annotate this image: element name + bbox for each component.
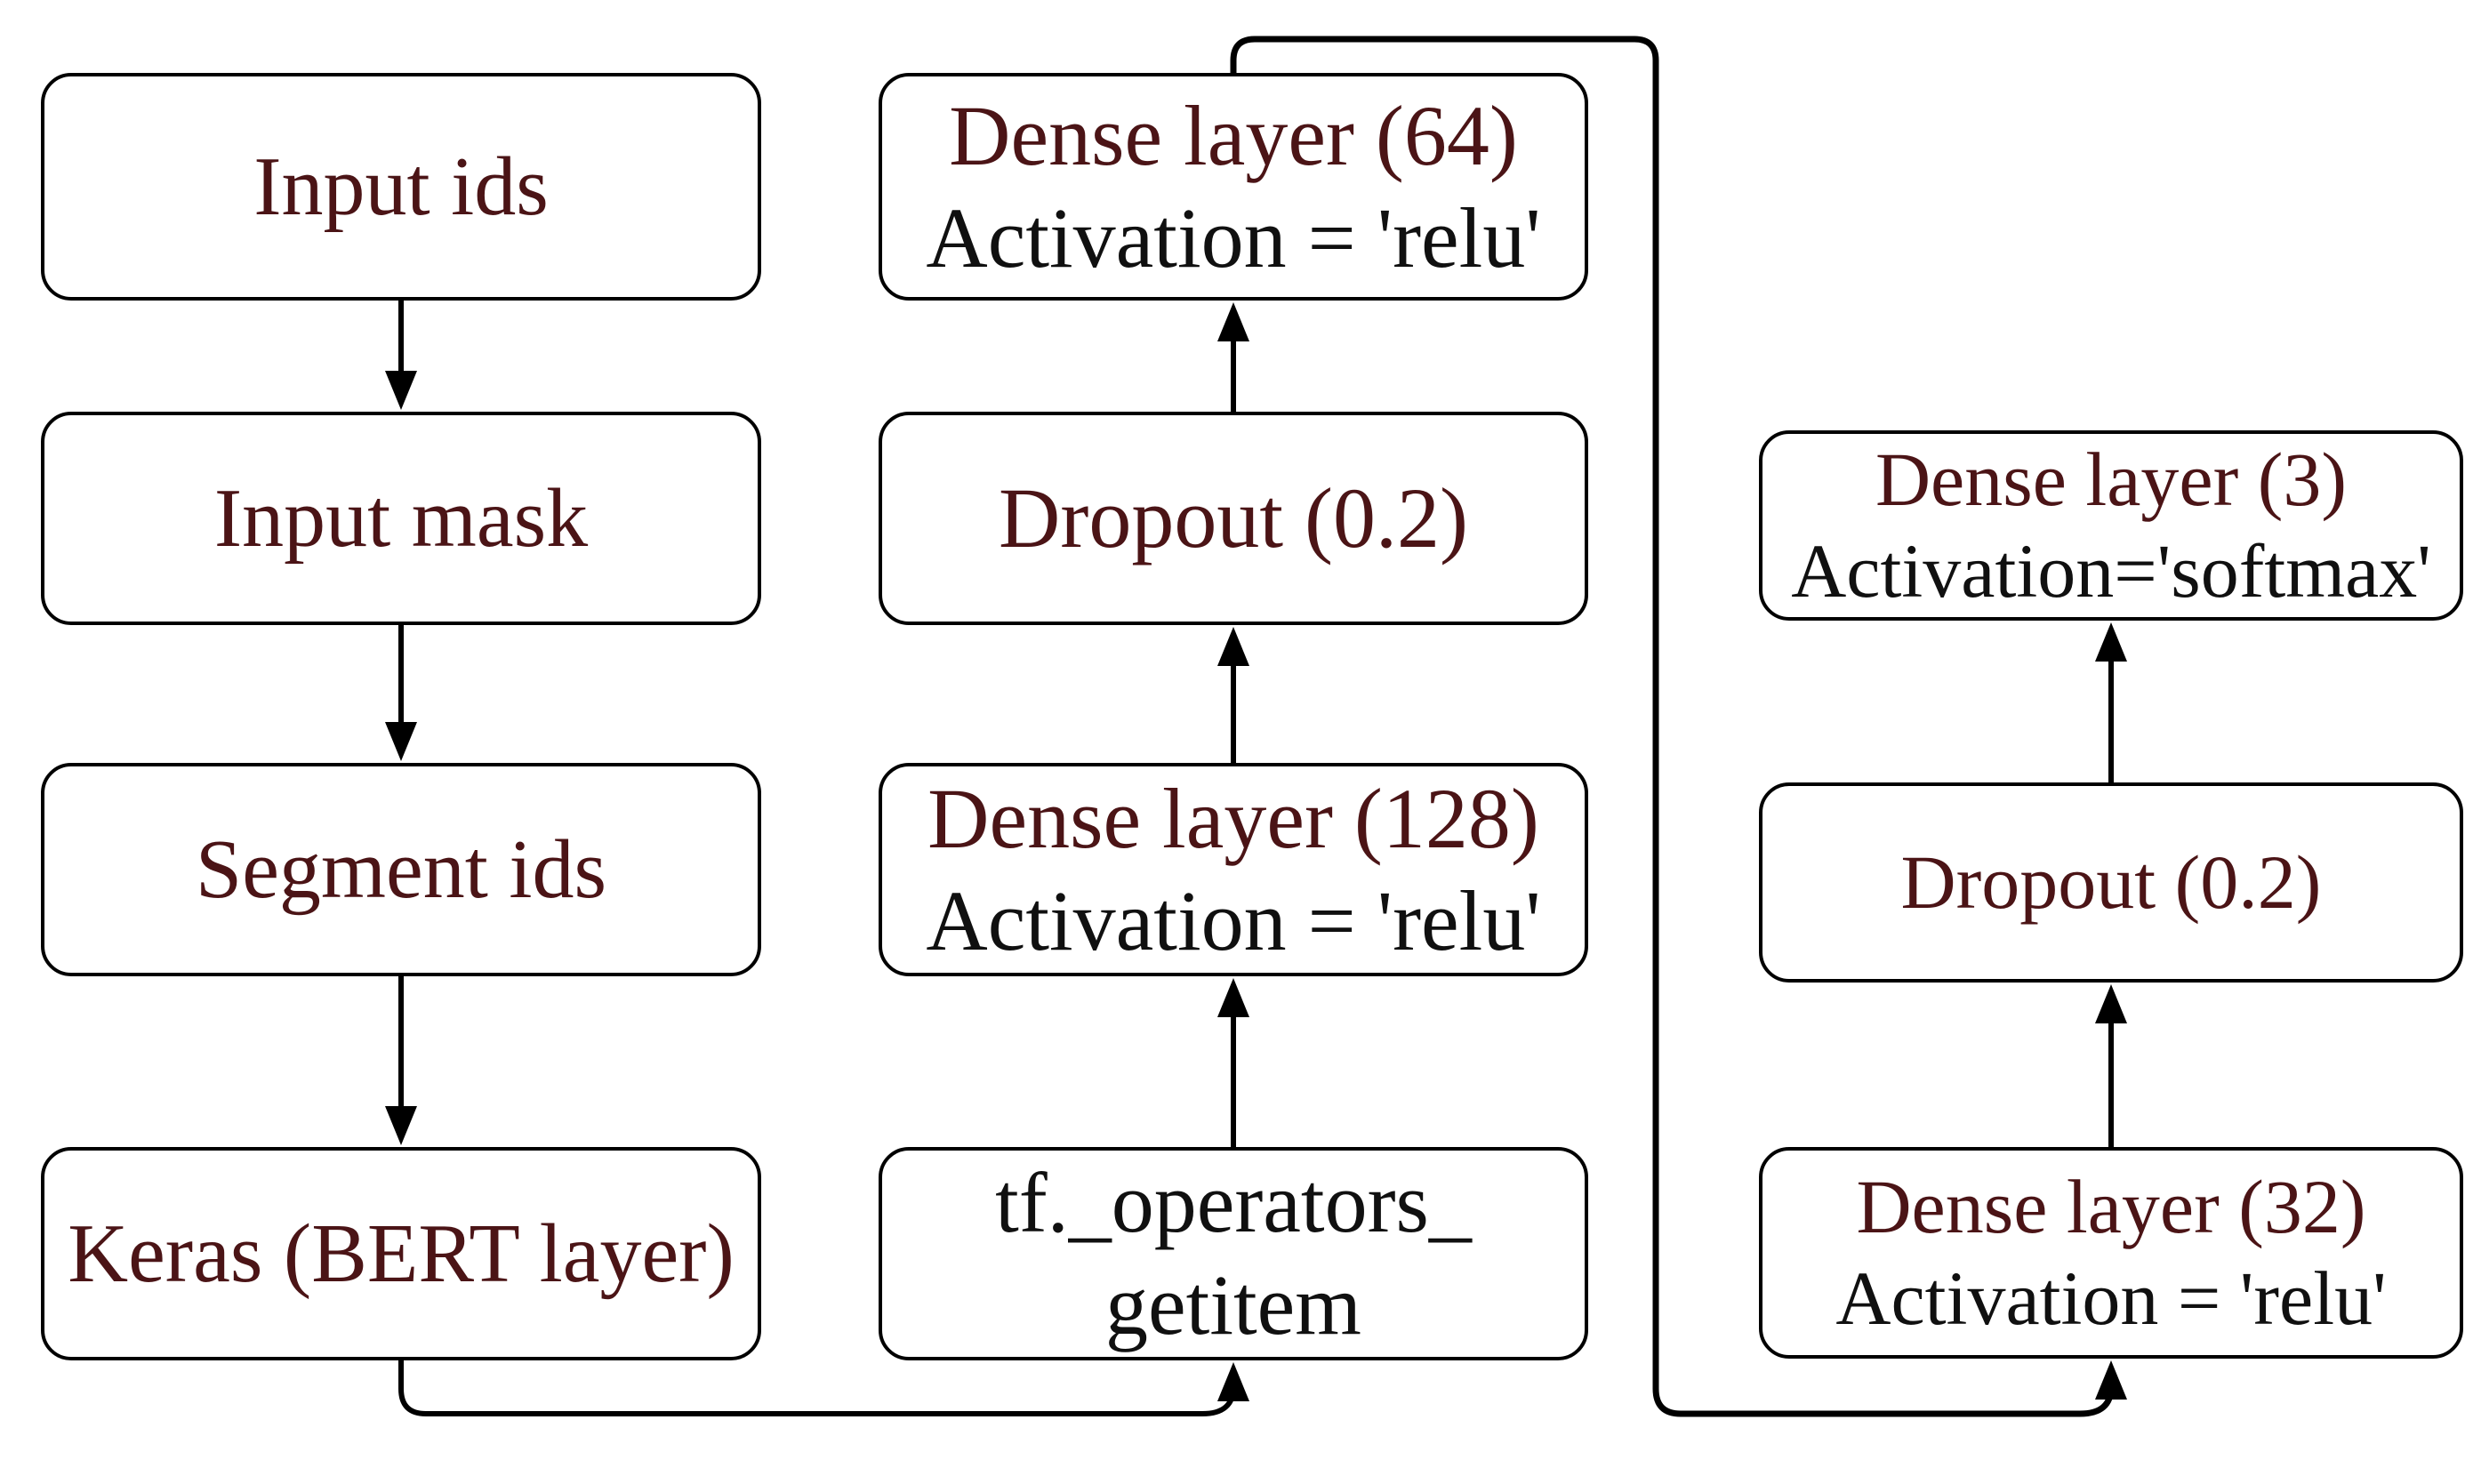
edge-input-ids-to-input-mask <box>385 301 417 410</box>
arrowhead-up-icon <box>1217 978 1249 1017</box>
edge-dense-32-to-dropout-right <box>2095 984 2127 1147</box>
node-sublabel: Activation = 'relu' <box>926 873 1541 968</box>
node-label: Dropout (0.2) <box>999 470 1468 566</box>
node-label: Input ids <box>253 140 549 233</box>
node-sublabel: getitem <box>1105 1257 1361 1352</box>
edge-dropout-to-dense-64 <box>1217 302 1249 412</box>
edge-dense-64-to-dense-32 <box>1230 36 2127 1417</box>
node-dense-32: Dense layer (32) Activation = 'relu' <box>1759 1147 2463 1359</box>
node-label: tf._operators_ <box>995 1154 1472 1250</box>
arrowhead-up-icon <box>2095 1360 2127 1400</box>
edge-input-mask-to-segment-ids <box>385 625 417 761</box>
arrowhead-up-icon <box>2095 622 2127 662</box>
node-keras-bert-layer: Keras (BERT layer) <box>41 1147 761 1360</box>
node-input-ids: Input ids <box>41 73 761 301</box>
node-sublabel: Activation='softmax' <box>1791 528 2431 614</box>
edge-line <box>398 1360 1236 1416</box>
node-input-mask: Input mask <box>41 412 761 625</box>
node-dense-64: Dense layer (64) Activation = 'relu' <box>879 73 1588 301</box>
node-label: Dropout (0.2) <box>1900 838 2322 925</box>
node-dense-3: Dense layer (3) Activation='softmax' <box>1759 430 2463 621</box>
node-label: Dense layer (128) <box>927 770 1539 866</box>
arrowhead-down-icon <box>385 371 417 410</box>
arrowhead-up-icon <box>1217 1362 1249 1401</box>
node-dense-128: Dense layer (128) Activation = 'relu' <box>879 763 1588 976</box>
node-segment-ids: Segment ids <box>41 763 761 976</box>
node-dropout-right: Dropout (0.2) <box>1759 782 2463 983</box>
edge-tf-getitem-to-dense-128 <box>1217 978 1249 1147</box>
edge-line <box>1230 36 2115 1417</box>
node-label: Dense layer (64) <box>949 87 1518 183</box>
arrowhead-down-icon <box>385 1106 417 1145</box>
node-label: Dense layer (3) <box>1875 436 2348 522</box>
node-label: Segment ids <box>195 822 607 916</box>
node-dropout-middle: Dropout (0.2) <box>879 412 1588 625</box>
node-label: Dense layer (32) <box>1856 1163 2366 1249</box>
arrowhead-up-icon <box>1217 302 1249 341</box>
arrowhead-up-icon <box>2095 984 2127 1023</box>
edge-segment-ids-to-keras <box>385 976 417 1145</box>
arrowhead-up-icon <box>1217 627 1249 666</box>
arrowhead-down-icon <box>385 722 417 761</box>
edge-keras-to-tf-getitem <box>398 1360 1249 1416</box>
edge-dense-128-to-dropout <box>1217 627 1249 763</box>
node-tf-operators-getitem: tf._operators_ getitem <box>879 1147 1588 1360</box>
node-label: Keras (BERT layer) <box>68 1207 735 1300</box>
node-sublabel: Activation = 'relu' <box>926 190 1541 285</box>
edge-dropout-right-to-dense-3 <box>2095 622 2127 782</box>
node-label: Input mask <box>213 471 589 565</box>
node-sublabel: Activation = 'relu' <box>1835 1255 2387 1341</box>
